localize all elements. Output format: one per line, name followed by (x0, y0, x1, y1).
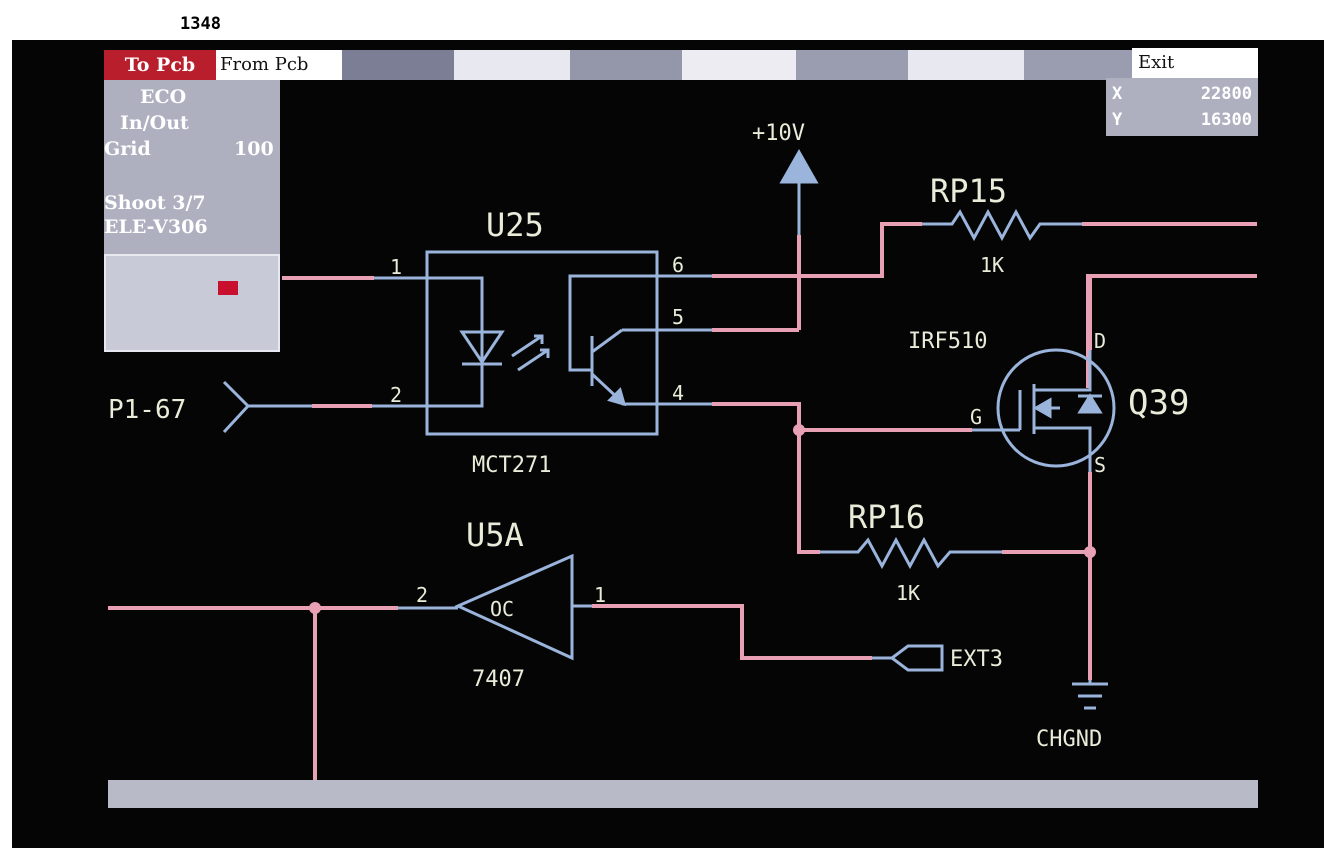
menu-item-eco[interactable]: ECO (140, 86, 187, 108)
u25-led-symbol (459, 330, 505, 365)
menu-item-grid-value: 100 (234, 138, 274, 160)
u25-pin-4: 4 (672, 381, 684, 405)
menu-strip-segment (1024, 50, 1132, 80)
preview-marker (218, 281, 238, 295)
p1-67-label: P1-67 (108, 395, 186, 425)
wire (1086, 274, 1257, 388)
x-coordinate-value: 22800 (1200, 84, 1252, 104)
menu-item-in-out[interactable]: In/Out (120, 112, 189, 134)
light-arrow (511, 334, 543, 358)
u25-emitter-arrow (607, 387, 627, 407)
menu-item-grid-label[interactable]: Grid (104, 138, 151, 160)
u25-pin-1: 1 (390, 255, 402, 279)
q39-pin-d: D (1094, 329, 1106, 353)
junction-dot (1084, 546, 1096, 558)
menu-strip-segment (796, 50, 908, 80)
u5a-pin-out: 1 (594, 583, 606, 607)
sheet-name: ELE-V306 (104, 216, 208, 238)
u25-part: MCT271 (472, 453, 551, 478)
schematic-canvas[interactable]: +10V U25 MCT271 1 2 6 5 4 RP15 1K IRF510… (12, 40, 1324, 848)
side-menu: ECO In/Out Grid 100 Shoot 3/7 ELE-V306 (104, 80, 280, 254)
u25-body (425, 250, 659, 436)
wire (592, 604, 872, 660)
power-arrow-icon (779, 148, 819, 184)
exit-button[interactable]: Exit (1132, 48, 1258, 78)
q39-channel-arrow (1032, 397, 1052, 419)
to-pcb-button[interactable]: To Pcb (104, 50, 216, 80)
rp16-ref: RP16 (848, 498, 925, 536)
u5a-gate-label: OC (490, 597, 514, 621)
power-label: +10V (752, 121, 805, 146)
u5a-pin-in: 2 (416, 583, 428, 607)
menu-strip-segment (908, 50, 1024, 80)
u25-led-wiring (427, 276, 484, 408)
q39-drain (1034, 350, 1092, 392)
q39-pin-s: S (1094, 453, 1106, 477)
rp16-value: 1K (896, 581, 920, 605)
light-arrow-head (540, 348, 550, 358)
u25-collector (591, 328, 623, 354)
from-pcb-button[interactable]: From Pcb (216, 50, 342, 80)
u25-pin-5: 5 (672, 305, 684, 329)
q39-source (1034, 426, 1092, 472)
wire (712, 222, 922, 278)
u5a-buffer-symbol (454, 553, 574, 661)
light-arrow (517, 348, 549, 372)
menu-strip-segment (342, 50, 454, 80)
menu-strip-segment (682, 50, 796, 80)
wire-group (108, 222, 1257, 780)
u25-collector-wiring (568, 274, 657, 372)
q39-ref: Q39 (1128, 383, 1189, 423)
coordinate-readout: X 22800 Y 16300 (1106, 78, 1258, 136)
u25-pin-6: 6 (672, 253, 684, 277)
rp15-ref: RP15 (930, 172, 1007, 210)
light-arrow-head (534, 334, 544, 344)
status-bar (108, 780, 1258, 808)
q39-pin-g: G (970, 405, 982, 429)
y-coordinate-value: 16300 (1200, 110, 1252, 130)
u25-ref: U25 (486, 206, 544, 244)
ext3-connector-icon (889, 644, 944, 672)
preview-box[interactable] (104, 254, 280, 352)
wire (712, 402, 820, 554)
q39-part: IRF510 (908, 329, 987, 354)
x-coordinate-row: X 22800 (1106, 82, 1258, 108)
rp15-value: 1K (980, 253, 1004, 277)
page-counter: 1348 (180, 14, 221, 34)
u5a-part: 7407 (472, 667, 525, 692)
ground-label: CHGND (1036, 727, 1102, 752)
q39-diode-icon (1077, 393, 1103, 414)
monitor-screen: To Pcb From Pcb Exit X 22800 Y 16300 ECO… (12, 40, 1324, 848)
menu-bar: To Pcb From Pcb (104, 50, 1204, 80)
junction-dot (793, 424, 805, 436)
junction-dot (309, 602, 321, 614)
y-coordinate-label: Y (1112, 110, 1123, 130)
y-coordinate-row: Y 16300 (1106, 108, 1258, 134)
menu-strip-segment (454, 50, 570, 80)
ext3-label: EXT3 (950, 647, 1003, 672)
u5a-ref: U5A (466, 516, 524, 554)
p1-67-connector-icon (222, 380, 251, 434)
q39-body (996, 348, 1116, 468)
rp15-resistor-symbol (922, 208, 1082, 242)
u25-pin-2: 2 (390, 383, 402, 407)
x-coordinate-label: X (1112, 84, 1123, 104)
menu-strip-segment (570, 50, 682, 80)
rp16-resistor-symbol (820, 536, 1002, 570)
menu-item-shoot[interactable]: Shoot 3/7 (104, 192, 206, 214)
